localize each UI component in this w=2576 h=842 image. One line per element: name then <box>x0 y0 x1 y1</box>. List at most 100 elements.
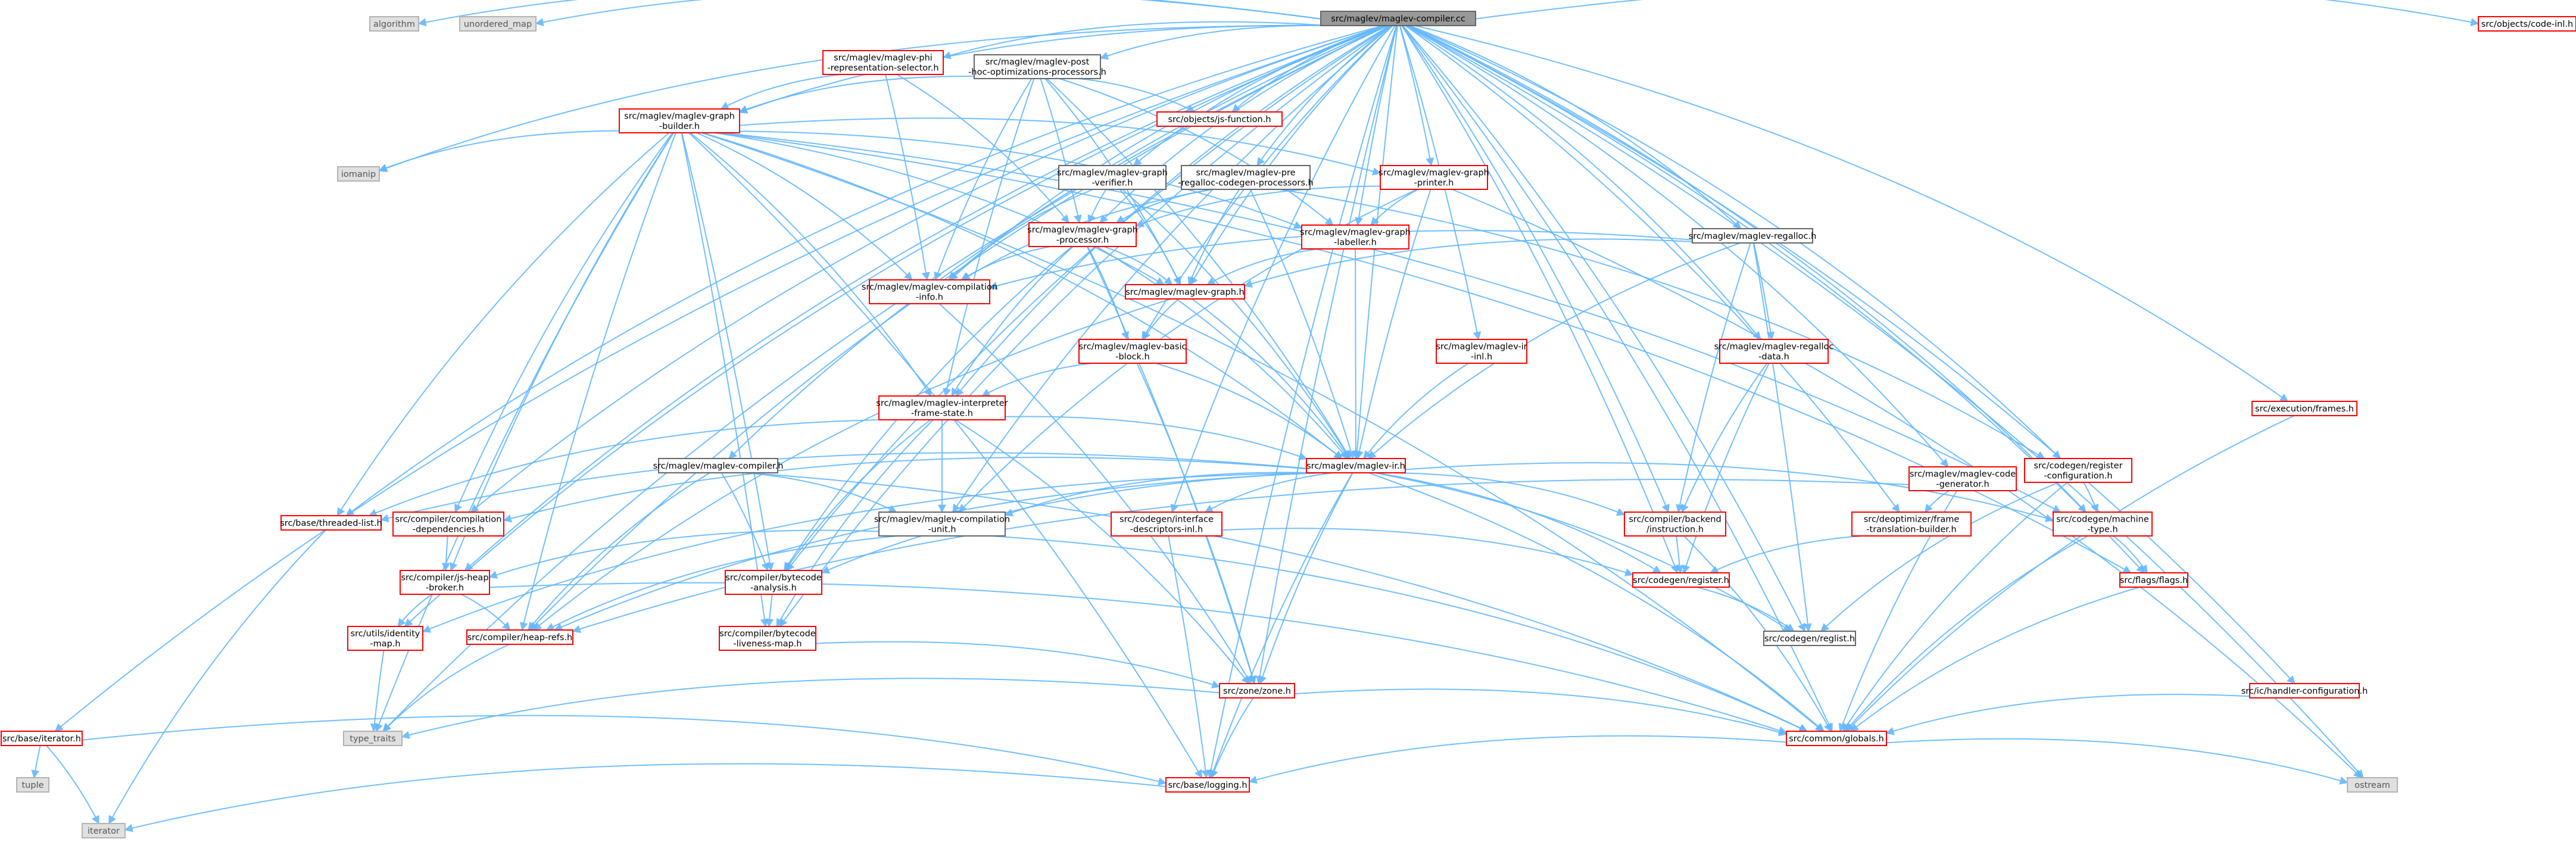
node-js-function[interactable]: src/objects/js-function.h <box>1156 111 1283 127</box>
edge-zone-to-type_traits <box>401 678 1220 740</box>
node-box <box>1306 458 1406 473</box>
node-reglist[interactable]: src/codegen/reglist.h <box>1763 631 1856 646</box>
edge-graph_builder-to-js_heap_broker <box>450 132 674 572</box>
edge-maglev_ir-to-threaded_list <box>380 452 1307 522</box>
edge-base_logging-to-iterator <box>124 763 1167 832</box>
edge-machine_type-to-flags <box>2113 535 2148 574</box>
node-post-hoc[interactable]: src/maglev/maglev-post-hoc-optimizations… <box>968 54 1106 79</box>
node-base-logging[interactable]: src/base/logging.h <box>1165 777 1250 793</box>
node-ic-handler[interactable]: src/ic/handler-configuration.h <box>2241 683 2368 698</box>
node-box <box>1058 165 1167 190</box>
node-graph-builder[interactable]: src/maglev/maglev-graph-builder.h <box>619 108 740 133</box>
edge-js_heap_broker-to-common_globals <box>489 582 1788 735</box>
edge-root-to-js_heap_broker <box>464 25 1387 571</box>
edge-threaded_list-to-iterator <box>108 529 326 825</box>
edge-root-to-post_hoc <box>1099 24 1345 60</box>
node-label: src/maglev/maglev-basic <box>1079 342 1187 352</box>
node-label: -info.h <box>916 293 943 303</box>
edge-regalloc-to-maglev_ir <box>1367 242 1741 459</box>
node-label: -builder.h <box>659 122 700 132</box>
node-bytecode-analysis[interactable]: src/compiler/bytecode-analysis.h <box>725 570 822 595</box>
node-phi-repr[interactable]: src/maglev/maglev-phi-representation-sel… <box>822 50 944 75</box>
edge-regalloc-to-reglist <box>1752 242 1812 632</box>
edge-root-to-interpreter_frame <box>955 25 1390 397</box>
node-box <box>16 777 49 793</box>
node-frame-translation[interactable]: src/deoptimizer/frame-translation-builde… <box>1851 512 1972 537</box>
node-interpreter-frame[interactable]: src/maglev/maglev-interpreter-frame-stat… <box>876 395 1008 420</box>
node-register-config[interactable]: src/codegen/register-configuration.h <box>2024 458 2132 483</box>
node-threaded-list[interactable]: src/base/threaded-list.h <box>280 515 382 531</box>
node-graph-printer[interactable]: src/maglev/maglev-graph-printer.h <box>1379 165 1489 190</box>
node-box <box>343 731 403 746</box>
node-execution-frames[interactable]: src/execution/frames.h <box>2251 401 2357 416</box>
node-compilation-info[interactable]: src/maglev/maglev-compilation-info.h <box>862 279 997 304</box>
node-pre-regalloc[interactable]: src/maglev/maglev-pre-regalloc-codegen-p… <box>1178 165 1314 190</box>
node-algorithm: algorithm <box>369 16 419 32</box>
edge-register_config-to-reglist <box>1820 482 2060 632</box>
node-liveness-map[interactable]: src/compiler/bytecode-liveness-map.h <box>719 626 816 651</box>
node-label: src/base/logging.h <box>1168 781 1247 790</box>
node-label: src/codegen/register.h <box>1633 576 1729 585</box>
node-label: -printer.h <box>1414 179 1454 188</box>
edge-interface_descriptors-to-codegen_register <box>1221 528 1634 577</box>
node-zone[interactable]: src/zone/zone.h <box>1219 683 1295 698</box>
node-regalloc[interactable]: src/maglev/maglev-regalloc.h <box>1689 228 1817 244</box>
edge-root-to-backend_instruction <box>1401 25 1670 513</box>
node-iterator: iterator <box>82 823 126 838</box>
node-base-iterator[interactable]: src/base/iterator.h <box>1 731 83 746</box>
edge-js_heap_broker-to-identity_map <box>397 594 433 628</box>
edge-post_hoc-to-interpreter_frame <box>943 78 1035 397</box>
edge-post_hoc-to-graph_builder <box>738 76 975 113</box>
node-label: ostream <box>2354 781 2390 790</box>
node-label: iterator <box>88 827 120 836</box>
edge-graph_builder-to-common_globals <box>701 132 1824 732</box>
node-js-heap-broker[interactable]: src/compiler/js-heap-broker.h <box>400 570 490 595</box>
edge-root-to-codegen_register <box>1401 25 1679 574</box>
edge-maglev_compiler_h-to-heap_refs <box>527 472 710 631</box>
node-ir-inl[interactable]: src/maglev/maglev-ir-inl.h <box>1436 339 1527 364</box>
edge-root-to-graph_verifier <box>1133 25 1386 166</box>
node-box <box>878 512 1006 537</box>
node-graph-labeller[interactable]: src/maglev/maglev-graph-labeller.h <box>1300 224 1411 250</box>
node-heap-refs[interactable]: src/compiler/heap-refs.h <box>466 629 573 645</box>
edge-maglev_ir-to-machine_type <box>1405 462 2054 522</box>
node-regalloc-data[interactable]: src/maglev/maglev-regalloc-data.h <box>1714 339 1834 364</box>
edge-pre_regalloc-to-maglev_ir <box>1249 189 1355 460</box>
node-maglev-graph[interactable]: src/maglev/maglev-graph.h <box>1125 284 1245 300</box>
node-graph-processor[interactable]: src/maglev/maglev-graph-processor.h <box>1027 222 1138 247</box>
node-root[interactable]: src/maglev/maglev-compiler.cc <box>1320 11 1476 26</box>
edge-interpreter_frame-to-threaded_list <box>368 419 880 517</box>
edge-graph_processor-to-compilation_info <box>960 246 1051 280</box>
edge-register_config-to-common_globals <box>1842 482 2068 732</box>
node-codegen-register[interactable]: src/codegen/register.h <box>1632 572 1730 588</box>
node-code-generator[interactable]: src/maglev/maglev-code-generator.h <box>1908 466 2017 491</box>
node-label: -processor.h <box>1056 236 1109 245</box>
node-flags[interactable]: src/flags/flags.h <box>2119 572 2188 588</box>
node-backend-instruction[interactable]: src/compiler/backend/instruction.h <box>1624 512 1726 537</box>
node-compilation-deps[interactable]: src/compiler/compilation-dependencies.h <box>392 512 504 537</box>
node-label: src/maglev/maglev-graph.h <box>1125 288 1245 297</box>
node-compilation-unit[interactable]: src/maglev/maglev-compilation-unit.h <box>874 512 1010 537</box>
node-machine-type[interactable]: src/codegen/machine-type.h <box>2053 512 2153 537</box>
node-interface-descriptors[interactable]: src/codegen/interface-descriptors-inl.h <box>1111 512 1222 537</box>
node-box <box>1111 512 1222 537</box>
node-tuple: tuple <box>16 777 49 793</box>
edge-codegen_register-to-reglist <box>1696 587 1795 632</box>
edge-graph_builder-to-machine_type <box>721 132 2062 513</box>
edge-graph_printer-to-graph_processor <box>1135 185 1381 227</box>
edge-graph_builder-to-iomanip <box>378 130 620 172</box>
node-basic-block[interactable]: src/maglev/maglev-basic-block.h <box>1078 339 1187 364</box>
node-maglev-compiler-h[interactable]: src/maglev/maglev-compiler.h <box>653 458 784 473</box>
node-graph-verifier[interactable]: src/maglev/maglev-graph-verifier.h <box>1057 165 1168 190</box>
node-label: -dependencies.h <box>413 525 484 535</box>
node-box <box>822 50 944 75</box>
edge-root-to-graph_builder <box>738 24 1348 114</box>
node-identity-map[interactable]: src/utils/identity-map.h <box>347 626 423 651</box>
edge-base_iterator-to-base_logging <box>82 715 1167 786</box>
edge-basic_block-to-interpreter_frame <box>981 363 1093 397</box>
node-code-inl[interactable]: src/objects/code-inl.h <box>2478 16 2576 32</box>
node-common-globals[interactable]: src/common/globals.h <box>1786 731 1887 746</box>
node-maglev-ir[interactable]: src/maglev/maglev-ir.h <box>1306 458 1406 473</box>
edge-interface_descriptors-to-base_logging <box>1168 535 1210 779</box>
